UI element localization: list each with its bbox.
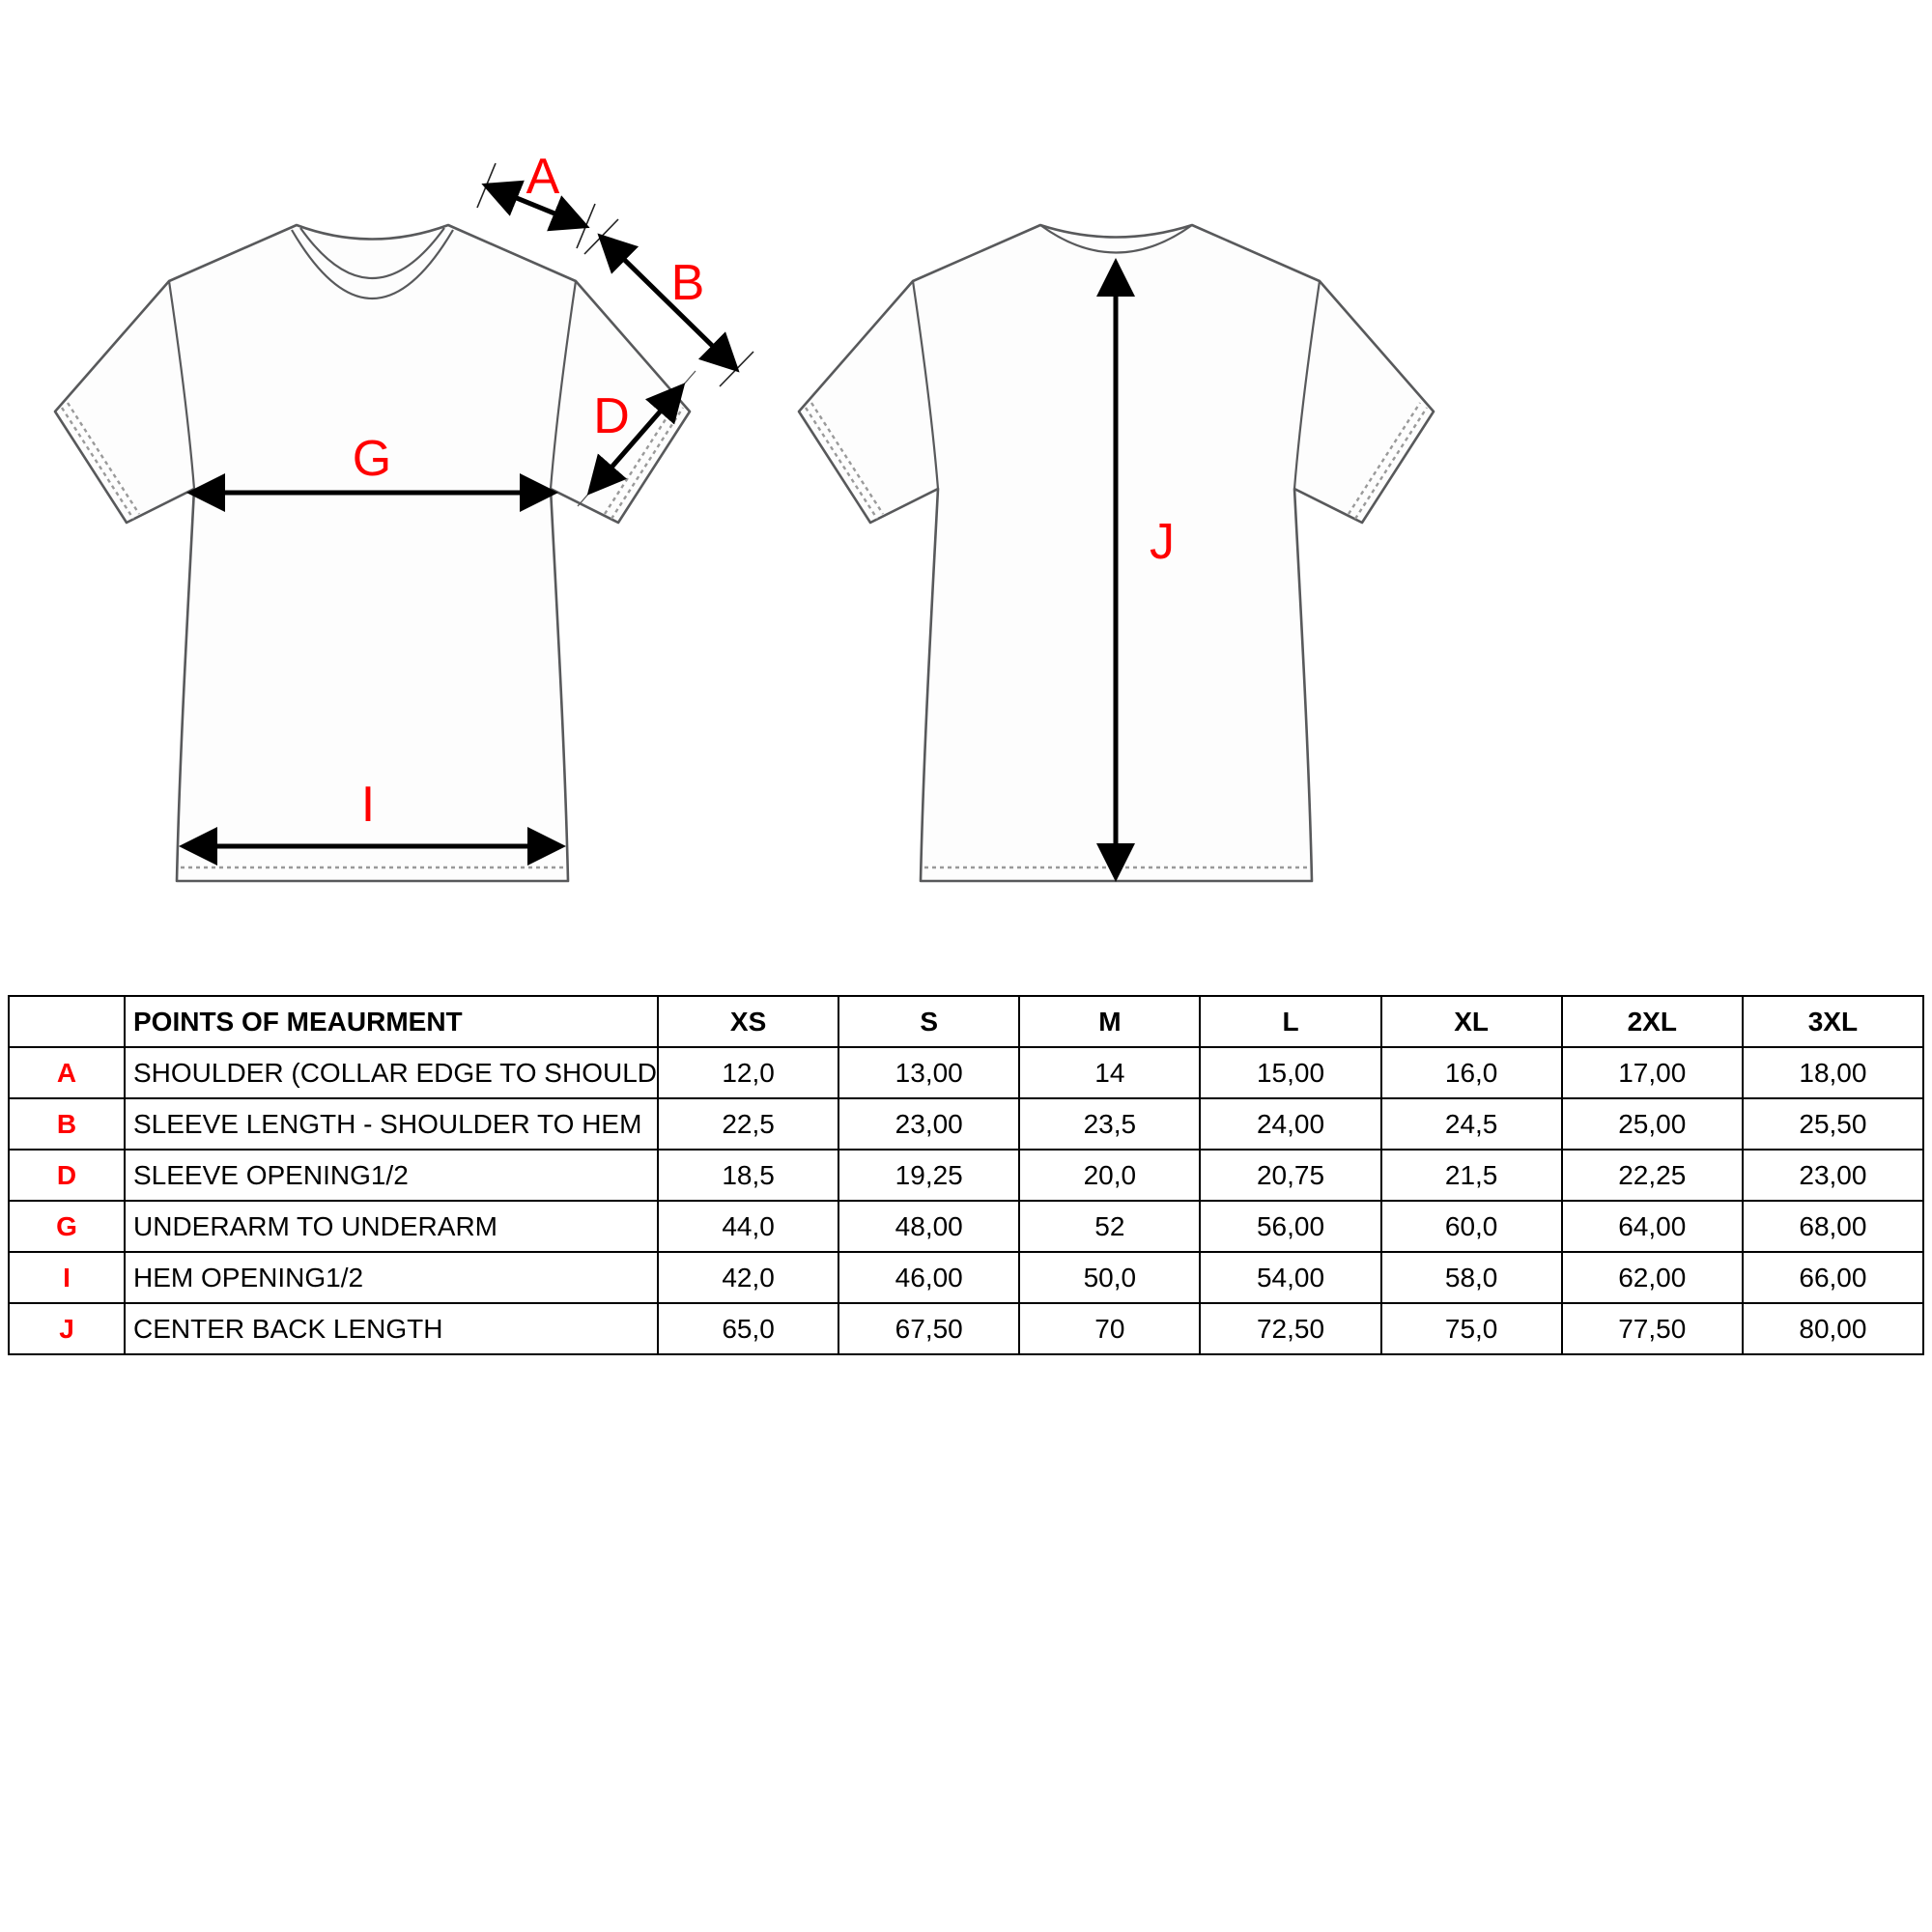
measure-a-arrow	[481, 180, 590, 232]
value-cell: 62,00	[1560, 1251, 1744, 1304]
measure-a-label: A	[526, 149, 560, 205]
value-cell: 66,00	[1741, 1251, 1925, 1304]
value-cell: 46,00	[838, 1251, 1021, 1304]
value-cell: 54,00	[1199, 1251, 1382, 1304]
value-cell: 80,00	[1741, 1302, 1925, 1355]
value-cell: 52	[1018, 1200, 1202, 1253]
front-shirt-outline	[53, 223, 692, 883]
size-header-2xl: 2XL	[1560, 995, 1744, 1048]
value-cell: 56,00	[1199, 1200, 1382, 1253]
size-table: POINTS OF MEAURMENT XS S M L XL 2XL 3XL …	[8, 995, 1925, 1355]
size-header-l: L	[1199, 995, 1382, 1048]
value-cell: 18,5	[656, 1149, 840, 1202]
back-collar-band	[1039, 224, 1193, 254]
value-cell: 19,25	[838, 1149, 1021, 1202]
tshirt-measurement-diagram: A B D G I J	[53, 149, 1435, 883]
front-shirt-illustration	[53, 223, 692, 883]
back-stitch-lines	[804, 402, 1429, 869]
value-cell: 25,00	[1560, 1097, 1744, 1151]
table-row-a: A SHOULDER (COLLAR EDGE TO SHOULDER EDGE…	[8, 1046, 1925, 1099]
point-cell: I	[8, 1251, 126, 1304]
size-header-m: M	[1018, 995, 1202, 1048]
value-cell: 67,50	[838, 1302, 1021, 1355]
value-cell: 70	[1018, 1302, 1202, 1355]
value-cell: 18,00	[1741, 1046, 1925, 1099]
value-cell: 48,00	[838, 1200, 1021, 1253]
table-row-i: I HEM OPENING1/2 42,0 46,00 50,0 54,00 5…	[8, 1251, 1925, 1304]
value-cell: 16,0	[1379, 1046, 1563, 1099]
size-header-xs: XS	[656, 995, 840, 1048]
value-cell: 50,0	[1018, 1251, 1202, 1304]
value-cell: 13,00	[838, 1046, 1021, 1099]
value-cell: 65,0	[656, 1302, 840, 1355]
table-row-j: J CENTER BACK LENGTH 65,0 67,50 70 72,50…	[8, 1302, 1925, 1355]
size-header-3xl: 3XL	[1741, 995, 1925, 1048]
value-cell: 42,0	[656, 1251, 840, 1304]
value-cell: 22,25	[1560, 1149, 1744, 1202]
front-collar-band-inner	[299, 227, 445, 279]
value-cell: 68,00	[1741, 1200, 1925, 1253]
size-header-s: S	[838, 995, 1021, 1048]
label-cell: SHOULDER (COLLAR EDGE TO SHOULDER EDGE)	[124, 1046, 659, 1099]
measure-j-label: J	[1150, 514, 1175, 570]
points-header-cell: POINTS OF MEAURMENT	[124, 995, 659, 1048]
value-cell: 15,00	[1199, 1046, 1382, 1099]
value-cell: 24,5	[1379, 1097, 1563, 1151]
value-cell: 21,5	[1379, 1149, 1563, 1202]
value-cell: 75,0	[1379, 1302, 1563, 1355]
value-cell: 23,00	[1741, 1149, 1925, 1202]
value-cell: 17,00	[1560, 1046, 1744, 1099]
measure-d-arrow	[586, 383, 686, 496]
back-left-sleeve-seam	[911, 280, 940, 490]
value-cell: 72,50	[1199, 1302, 1382, 1355]
front-left-sleeve-seam	[167, 280, 196, 490]
value-cell: 23,5	[1018, 1097, 1202, 1151]
point-cell: A	[8, 1046, 126, 1099]
value-cell: 20,0	[1018, 1149, 1202, 1202]
label-cell: SLEEVE LENGTH - SHOULDER TO HEM	[124, 1097, 659, 1151]
value-cell: 77,50	[1560, 1302, 1744, 1355]
value-cell: 14	[1018, 1046, 1202, 1099]
measure-i-label: I	[361, 777, 375, 833]
value-cell: 23,00	[838, 1097, 1021, 1151]
measurement-annotations: A B D G I J	[179, 149, 1175, 882]
table-row-b: B SLEEVE LENGTH - SHOULDER TO HEM 22,5 2…	[8, 1097, 1925, 1151]
value-cell: 58,0	[1379, 1251, 1563, 1304]
value-cell: 25,50	[1741, 1097, 1925, 1151]
table-row-g: G UNDERARM TO UNDERARM 44,0 48,00 52 56,…	[8, 1200, 1925, 1253]
value-cell: 20,75	[1199, 1149, 1382, 1202]
value-cell: 24,00	[1199, 1097, 1382, 1151]
value-cell: 44,0	[656, 1200, 840, 1253]
value-cell: 22,5	[656, 1097, 840, 1151]
measure-g-label: G	[353, 431, 391, 487]
value-cell: 12,0	[656, 1046, 840, 1099]
value-cell: 60,0	[1379, 1200, 1563, 1253]
measure-d-label: D	[593, 388, 630, 444]
label-cell: SLEEVE OPENING1/2	[124, 1149, 659, 1202]
point-cell: G	[8, 1200, 126, 1253]
point-cell: D	[8, 1149, 126, 1202]
point-cell: B	[8, 1097, 126, 1151]
size-header-xl: XL	[1379, 995, 1563, 1048]
point-cell: J	[8, 1302, 126, 1355]
table-header-row: POINTS OF MEAURMENT XS S M L XL 2XL 3XL	[8, 995, 1925, 1048]
front-right-sleeve-seam	[549, 280, 578, 490]
front-collar-band-outer	[291, 229, 454, 299]
label-cell: CENTER BACK LENGTH	[124, 1302, 659, 1355]
label-cell: UNDERARM TO UNDERARM	[124, 1200, 659, 1253]
table-corner-cell	[8, 995, 126, 1048]
back-right-sleeve-seam	[1293, 280, 1321, 490]
measure-b-label: B	[671, 255, 705, 311]
measure-b-arrow	[597, 233, 740, 373]
label-cell: HEM OPENING1/2	[124, 1251, 659, 1304]
table-row-d: D SLEEVE OPENING1/2 18,5 19,25 20,0 20,7…	[8, 1149, 1925, 1202]
value-cell: 64,00	[1560, 1200, 1744, 1253]
